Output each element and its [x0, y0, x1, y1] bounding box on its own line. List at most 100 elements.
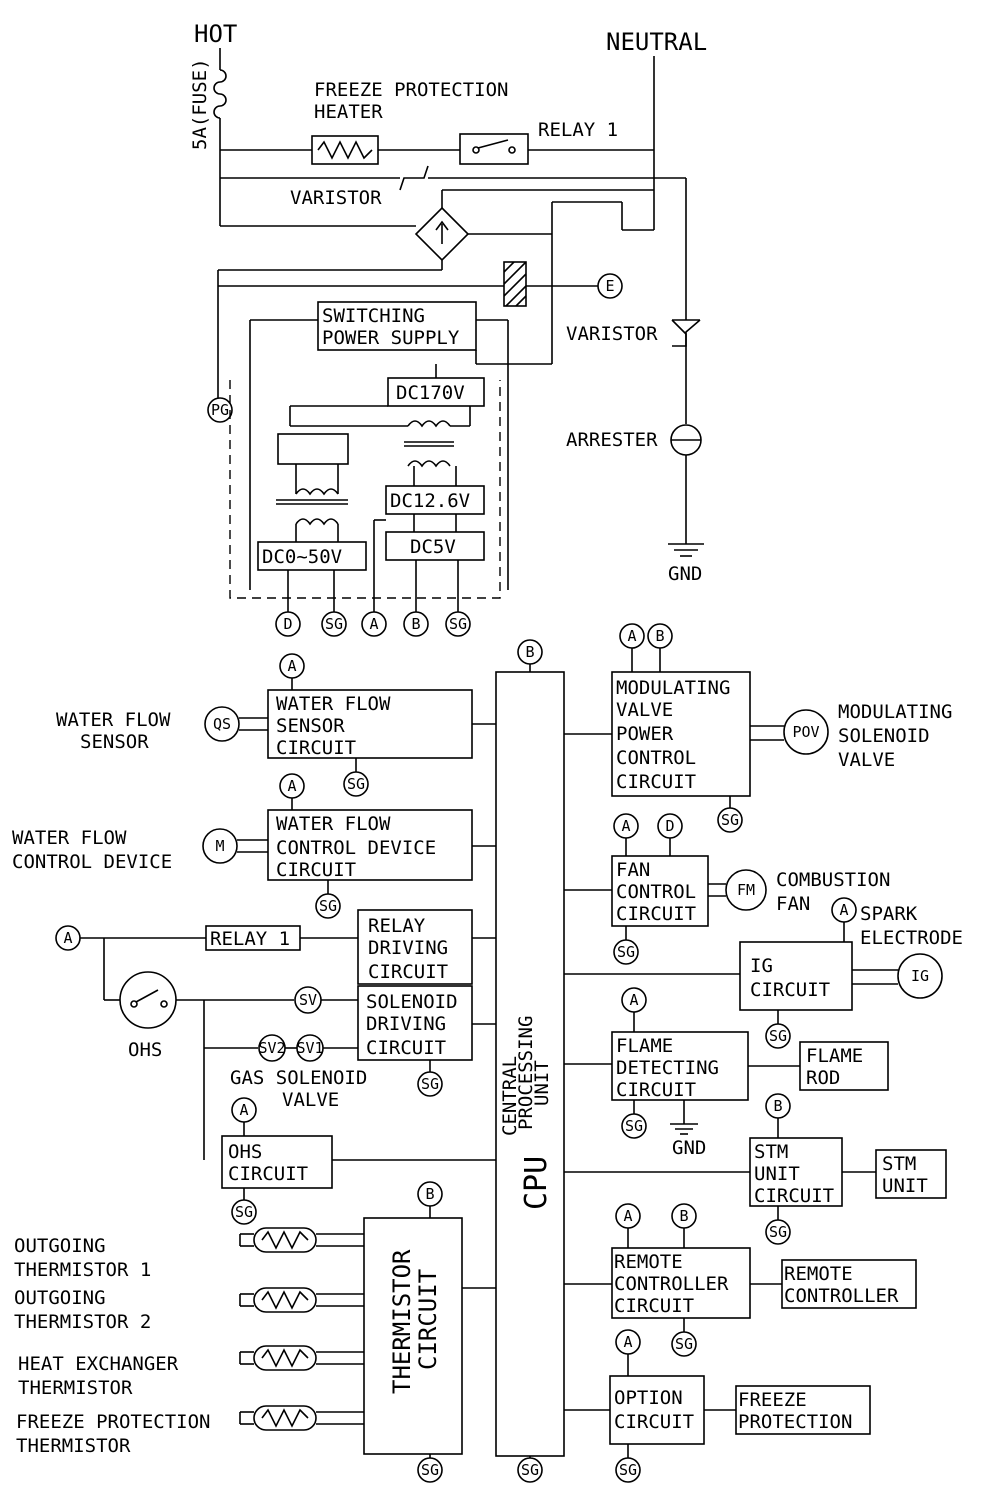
- spark-electrode-label-1: SPARK: [860, 903, 918, 925]
- svg-text:FAN: FAN: [616, 859, 650, 881]
- svg-text:CONTROL DEVICE: CONTROL DEVICE: [276, 837, 436, 859]
- svg-text:CIRCUIT: CIRCUIT: [414, 1269, 442, 1370]
- svg-text:THERMISTOR 1: THERMISTOR 1: [14, 1259, 151, 1281]
- svg-text:CIRCUIT: CIRCUIT: [616, 903, 696, 925]
- svg-text:SG: SG: [421, 1461, 439, 1479]
- igniter-icon: [897, 953, 943, 999]
- svg-text:B: B: [411, 615, 420, 633]
- remote-controller-circuit: [611, 1247, 751, 1319]
- svg-text:PROTECTION: PROTECTION: [738, 1411, 852, 1433]
- svg-text:CIRCUIT: CIRCUIT: [614, 1295, 694, 1317]
- svg-text:A: A: [623, 1207, 632, 1225]
- svg-text:CONTROL: CONTROL: [616, 747, 696, 769]
- ohs-label: OHS: [128, 1039, 162, 1061]
- svg-text:SG: SG: [521, 1461, 539, 1479]
- dc170v-box: [387, 377, 485, 407]
- svg-text:THERMISTOR: THERMISTOR: [388, 1249, 416, 1394]
- svg-text:B: B: [655, 627, 664, 645]
- svg-text:UNIT: UNIT: [882, 1175, 928, 1197]
- water-flow-control-circuit: [267, 809, 473, 881]
- svg-text:SG: SG: [421, 1075, 439, 1093]
- water-flow-control-label-1: WATER FLOW: [12, 827, 127, 849]
- gas-solenoid-label-1: GAS SOLENOID: [230, 1067, 367, 1089]
- svg-text:SG: SG: [769, 1027, 787, 1045]
- fuse-label: 5A(FUSE): [189, 58, 211, 150]
- svg-text:CIRCUIT: CIRCUIT: [616, 1079, 696, 1101]
- svg-text:SG: SG: [347, 775, 365, 793]
- svg-text:CIRCUIT: CIRCUIT: [750, 979, 830, 1001]
- svg-text:CIRCUIT: CIRCUIT: [614, 1411, 694, 1433]
- heater-label-1: FREEZE PROTECTION: [314, 79, 508, 101]
- power-output-nodes: D SG A B SG: [275, 611, 471, 637]
- relay1-switch-box: [459, 133, 529, 165]
- svg-text:A: A: [239, 1101, 248, 1119]
- fuse-icon: [213, 69, 227, 119]
- heater-resistor-icon: [317, 140, 373, 160]
- thermistor-heat-exchanger: HEAT EXCHANGER THERMISTOR: [18, 1345, 364, 1399]
- thermistor-icon: [253, 1405, 317, 1431]
- svg-text:SWITCHING: SWITCHING: [322, 305, 425, 327]
- svg-text:OHS: OHS: [228, 1141, 262, 1163]
- relay-driving-circuit: [357, 909, 473, 985]
- hot-label: HOT: [194, 20, 237, 48]
- svg-text:FREEZE PROTECTION: FREEZE PROTECTION: [16, 1411, 210, 1433]
- svg-text:UNIT: UNIT: [754, 1163, 800, 1185]
- flame-detecting-circuit: [611, 1031, 749, 1101]
- svg-text:CIRCUIT: CIRCUIT: [366, 1037, 446, 1059]
- flame-gnd-label: GND: [672, 1137, 706, 1159]
- fan-control-circuit: [611, 855, 709, 927]
- combustion-fan-label-2: FAN: [776, 893, 810, 915]
- varistor1-label: VARISTOR: [290, 187, 382, 209]
- spark-electrode-label-2: ELECTRODE: [860, 927, 963, 949]
- svg-text:SG: SG: [617, 943, 635, 961]
- svg-text:A: A: [623, 1333, 632, 1351]
- combustion-fan-label-1: COMBUSTION: [776, 869, 890, 891]
- svg-text:E: E: [605, 277, 614, 295]
- svg-text:SG: SG: [235, 1203, 253, 1221]
- svg-text:SG: SG: [675, 1335, 693, 1353]
- transformer-coil-icon: [407, 420, 451, 428]
- svg-text:FREEZE: FREEZE: [738, 1389, 807, 1411]
- heater-box: [311, 135, 379, 165]
- modulating-solenoid-label-2: SOLENOID: [838, 725, 930, 747]
- svg-text:D: D: [665, 817, 674, 835]
- svg-text:HEAT EXCHANGER: HEAT EXCHANGER: [18, 1353, 179, 1375]
- solenoid-driving-circuit: [357, 985, 473, 1061]
- dc5v-box: [385, 531, 485, 561]
- svg-text:OUTGOING: OUTGOING: [14, 1235, 106, 1257]
- svg-text:PG: PG: [211, 401, 229, 419]
- svg-text:SG: SG: [619, 1461, 637, 1479]
- ig-circuit: [739, 941, 853, 1011]
- svg-text:FLAME: FLAME: [616, 1035, 673, 1057]
- svg-text:SOLENOID: SOLENOID: [366, 991, 458, 1013]
- svg-text:CONTROL: CONTROL: [616, 881, 696, 903]
- svg-text:A: A: [839, 901, 848, 919]
- cpu-subtitle-1: CENTRAL: [499, 1056, 521, 1136]
- svg-text:M: M: [215, 837, 224, 855]
- svg-text:CIRCUIT: CIRCUIT: [228, 1163, 308, 1185]
- svg-text:STM: STM: [754, 1141, 788, 1163]
- cpu-box: [495, 671, 565, 1457]
- svg-text:DC5V: DC5V: [410, 536, 456, 558]
- svg-text:SV1: SV1: [296, 1039, 323, 1057]
- switching-power-supply: [317, 301, 477, 351]
- water-flow-sensor-circuit: [267, 689, 473, 759]
- modulating-valve-circuit: [611, 671, 751, 797]
- svg-text:DETECTING: DETECTING: [616, 1057, 719, 1079]
- svg-text:DC170V: DC170V: [396, 382, 465, 404]
- ohs-circuit: [221, 1135, 333, 1189]
- dc12-6v-box: [385, 485, 485, 515]
- modulating-solenoid-label-3: VALVE: [838, 749, 895, 771]
- pg-node: [207, 397, 233, 423]
- freeze-protection-box: [735, 1385, 871, 1435]
- svg-text:QS: QS: [213, 715, 231, 733]
- svg-text:OUTGOING: OUTGOING: [14, 1287, 106, 1309]
- pov-valve-icon: [783, 709, 829, 755]
- svg-text:WATER FLOW: WATER FLOW: [276, 813, 391, 835]
- svg-text:CIRCUIT: CIRCUIT: [616, 771, 696, 793]
- gas-solenoid-label-2: VALVE: [282, 1089, 339, 1111]
- svg-text:A: A: [287, 657, 296, 675]
- svg-text:IG: IG: [750, 955, 773, 977]
- svg-text:REMOTE: REMOTE: [784, 1263, 853, 1285]
